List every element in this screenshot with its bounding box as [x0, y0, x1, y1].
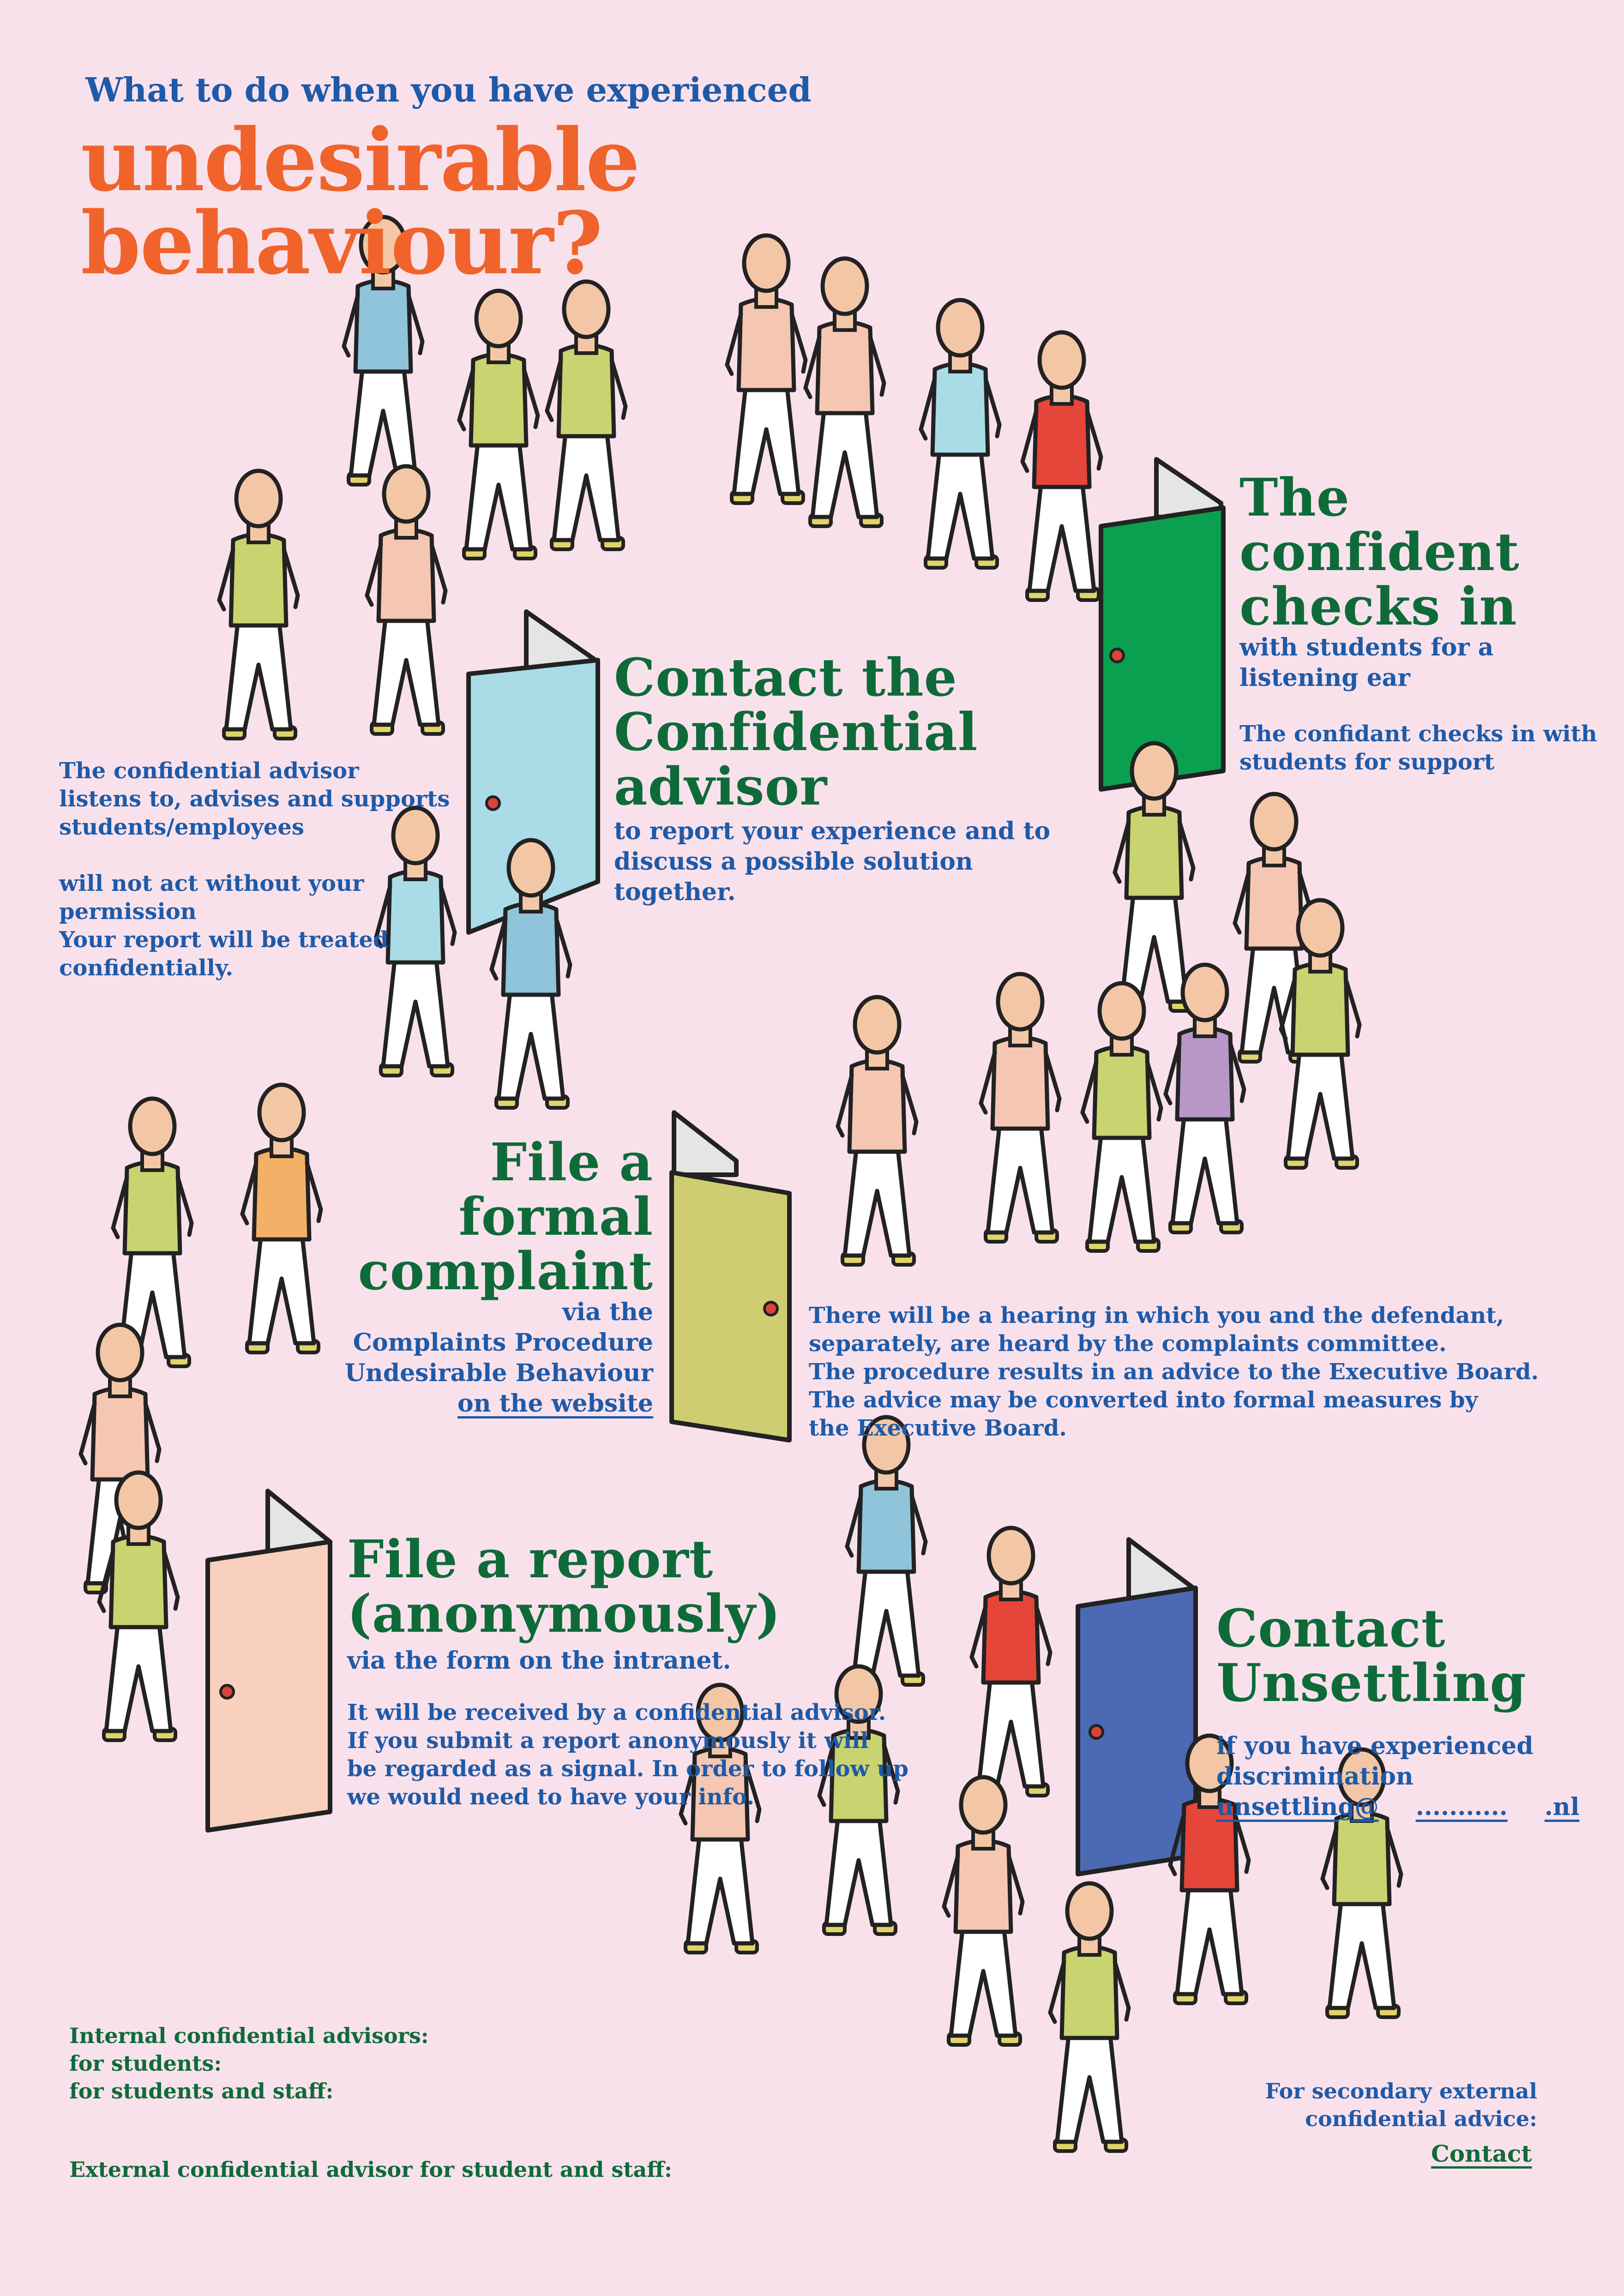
- unsettling-email-link[interactable]: unsettling@............nl: [1216, 1793, 1580, 1821]
- confidant-heading: The confident checks in: [1239, 468, 1520, 637]
- title-intro: What to do when you have experienced: [85, 70, 812, 109]
- website-link[interactable]: on the website: [457, 1389, 653, 1418]
- unsettling-sub: if you have experienced discrimination u…: [1216, 1731, 1581, 1822]
- contact-advisor-side-text: The confidential advisor listens to, adv…: [59, 758, 450, 981]
- internal-advisors-block: Internal confidential advisors: for stud…: [69, 2023, 429, 2104]
- contact-advisor-heading: Contact the Confidential advisor: [614, 648, 978, 817]
- door-green: [1099, 457, 1226, 792]
- door-light-blue: [466, 609, 600, 935]
- unsettling-heading: Contact Unsettling: [1216, 1599, 1527, 1713]
- file-report-heading: File a report (anonymously): [347, 1529, 781, 1644]
- confidant-sub: with students for a listening ear: [1239, 633, 1494, 692]
- formal-complaint-sub: via the Complaints Procedure Undesirable…: [344, 1298, 653, 1418]
- formal-complaint-body: There will be a hearing in which you and…: [809, 1303, 1539, 1441]
- door-royal-blue: [1076, 1537, 1198, 1876]
- secondary-advice-block: For secondary external confidential advi…: [1265, 2079, 1538, 2131]
- formal-complaint-heading: File a formal complaint: [358, 1132, 653, 1302]
- title-line-2: behaviour?: [81, 192, 603, 294]
- file-report-sub: via the form on the intranet.: [347, 1647, 731, 1675]
- external-advisor-label: External confidential advisor for studen…: [69, 2157, 673, 2182]
- door-peach: [205, 1489, 332, 1833]
- file-report-body: It will be received by a confidential ad…: [347, 1700, 909, 1810]
- contact-advisor-sub: to report your experience and to discuss…: [614, 817, 1051, 906]
- contact-link[interactable]: Contact: [1431, 2140, 1532, 2167]
- confidant-body: The confidant checks in with students fo…: [1239, 721, 1597, 775]
- title-line-1: undesirable: [81, 109, 640, 210]
- door-olive: [669, 1110, 792, 1443]
